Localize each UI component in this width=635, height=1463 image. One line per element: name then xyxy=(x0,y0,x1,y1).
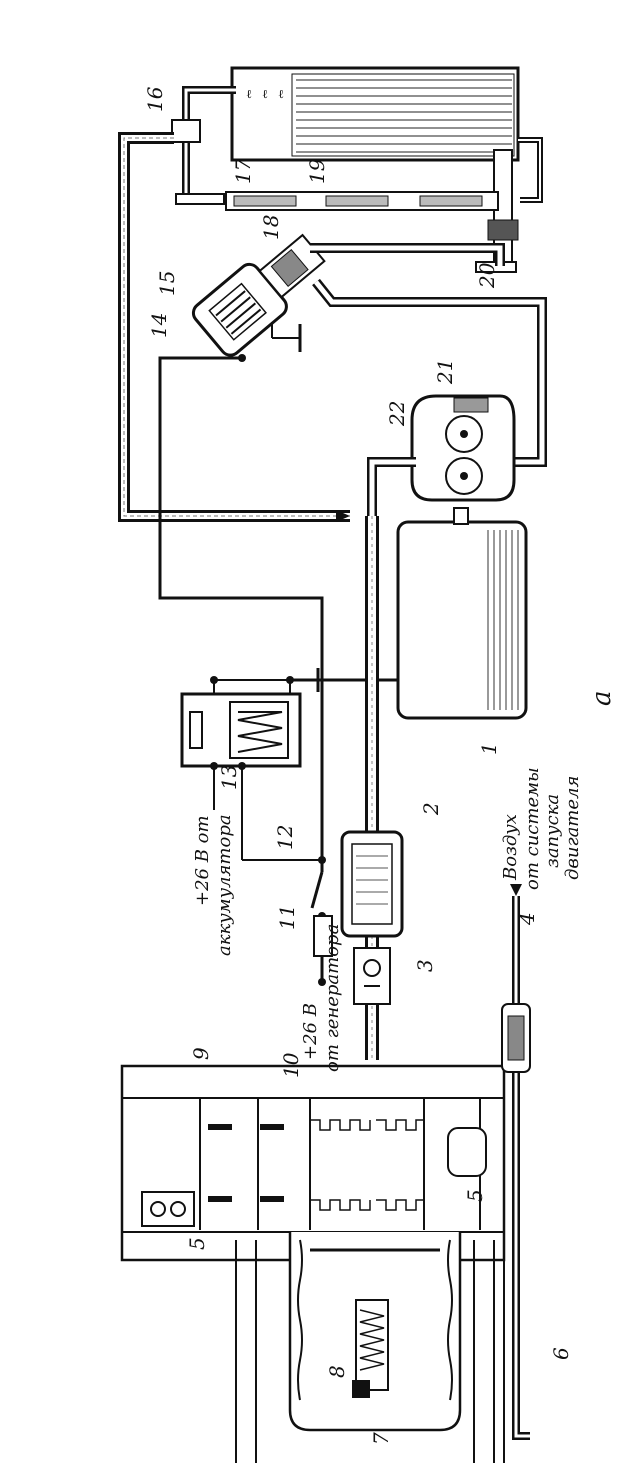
label-20: 20 xyxy=(475,262,499,289)
label-21: 21 xyxy=(433,359,457,385)
generator-caption-line2: от генератора xyxy=(322,924,343,1072)
valve-tank-pipe xyxy=(310,243,505,266)
air-caption-line3: запуска xyxy=(542,794,563,868)
check-valve xyxy=(353,947,391,1005)
control-wire xyxy=(158,356,324,860)
label-16: 16 xyxy=(143,86,167,112)
ground-symbol xyxy=(271,322,302,352)
air-caption-line4: двигателя xyxy=(562,776,583,880)
drain-valve xyxy=(475,149,519,273)
electric-motor xyxy=(290,507,528,720)
relay xyxy=(180,668,320,810)
label-5b: 5 xyxy=(463,1189,487,1202)
label-1: 1 xyxy=(477,742,501,755)
air-caption-line2: от системы xyxy=(522,767,543,890)
label-18: 18 xyxy=(259,215,283,240)
svg-text:ℓ: ℓ xyxy=(262,87,268,101)
label-2: 2 xyxy=(419,802,443,816)
battery-caption-line2: аккумулятора xyxy=(214,814,235,956)
label-17: 17 xyxy=(231,158,255,184)
label-3: 3 xyxy=(413,959,437,972)
label-10: 10 xyxy=(279,1052,303,1078)
label-9: 9 xyxy=(189,1047,213,1060)
figure-letter: a xyxy=(587,690,617,706)
label-7: 7 xyxy=(369,1432,393,1445)
label-12: 12 xyxy=(273,825,297,850)
heater-element xyxy=(225,191,499,211)
fuse xyxy=(313,915,333,986)
label-22: 22 xyxy=(385,401,409,427)
label-5a: 5 xyxy=(185,1237,209,1250)
label-6: 6 xyxy=(549,1347,573,1360)
air-caption-line1: Воздух xyxy=(500,814,521,881)
label-8: 8 xyxy=(325,1365,349,1378)
return-line xyxy=(118,132,350,522)
svg-text:ℓ: ℓ xyxy=(246,87,252,101)
battery-caption-line1: +26 В от xyxy=(192,815,213,906)
label-19: 19 xyxy=(305,158,329,184)
generator-caption-line1: +26 В xyxy=(300,1003,321,1060)
label-13: 13 xyxy=(217,765,241,790)
engine-block xyxy=(120,1064,506,1262)
label-15: 15 xyxy=(155,271,179,296)
combustion-chamber xyxy=(288,1232,462,1432)
fuel-tank: ℓ ℓ ℓ xyxy=(230,66,543,203)
label-4: 4 xyxy=(515,912,539,926)
label-11: 11 xyxy=(275,905,299,930)
vent-pipe xyxy=(171,86,236,205)
air-line xyxy=(501,884,531,1440)
label-14: 14 xyxy=(147,313,171,338)
fuel-pump xyxy=(367,394,516,516)
svg-text:ℓ: ℓ xyxy=(278,87,284,101)
frame-rails xyxy=(235,1240,505,1463)
fuel-filter xyxy=(340,830,404,938)
